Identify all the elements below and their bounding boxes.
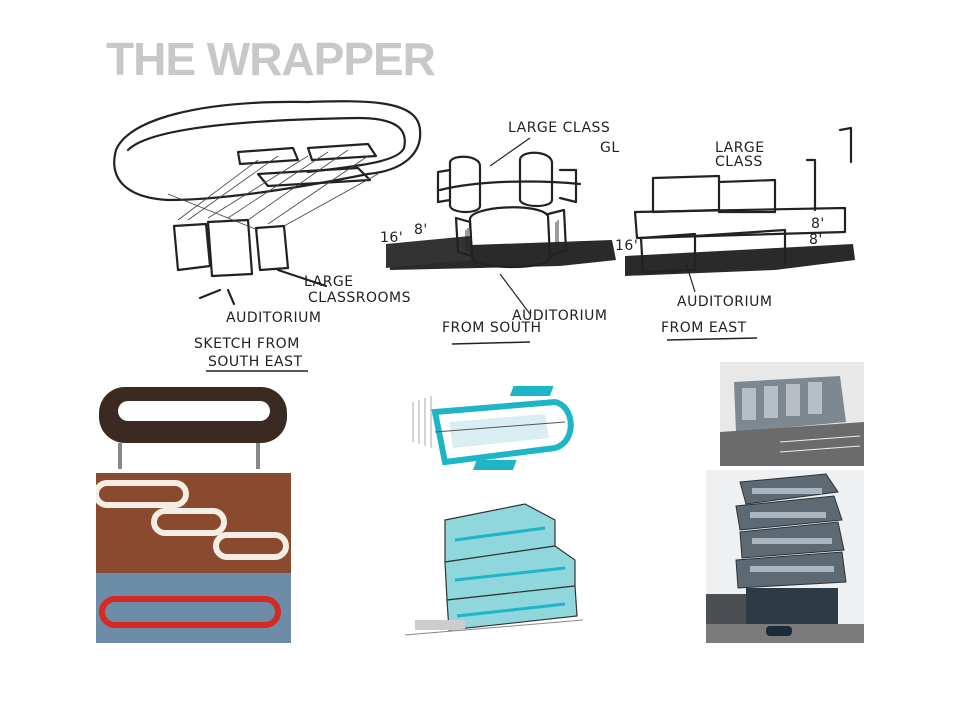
caption-sketch-from: SKETCH FROM: [194, 336, 300, 352]
label-glass: GLASS: [600, 140, 620, 156]
label-auditorium-south: AUDITORIUM: [512, 308, 608, 324]
page-title: THE WRAPPER: [106, 33, 436, 85]
caption-from-south: FROM SOUTH: [442, 320, 542, 336]
caption-south-east: SOUTH EAST: [208, 354, 303, 370]
dim-east-8b: 8': [809, 232, 823, 248]
label-large: LARGE: [304, 274, 354, 290]
label-large-class: LARGE CLASS: [508, 120, 610, 136]
photo-exploded-diagram: [405, 382, 580, 482]
label-auditorium-east: AUDITORIUM: [677, 294, 773, 310]
photo-tower-render: [706, 470, 864, 643]
label-east-class: CLASS: [715, 154, 763, 170]
dim-east-16: 16': [615, 238, 638, 254]
sketch-from-south: LARGE CLASS GLASS 16' 8' AUDITORIUM FROM…: [380, 120, 620, 345]
photo-building-street: [720, 362, 864, 466]
label-classrooms: CLASSROOMS: [308, 290, 411, 306]
label-east-large: LARGE: [715, 140, 765, 156]
sketch-from-east: LARGE CLASS 16' 8' 8' AUDITORIUM FROM EA…: [615, 126, 855, 341]
label-auditorium: AUDITORIUM: [226, 310, 322, 326]
sketch-south-east: LARGE CLASSROOMS AUDITORIUM SKETCH FROM …: [113, 100, 422, 372]
photo-red-loop: [96, 573, 291, 643]
photo-loop-bench: [96, 385, 291, 473]
photo-loop-shelves: [96, 473, 291, 573]
dim-east-8a: 8': [811, 216, 825, 232]
dim-8: 8': [414, 222, 428, 238]
photo-teal-building: [405, 490, 583, 643]
dim-16: 16': [380, 230, 403, 246]
caption-from-east: FROM EAST: [661, 320, 747, 336]
